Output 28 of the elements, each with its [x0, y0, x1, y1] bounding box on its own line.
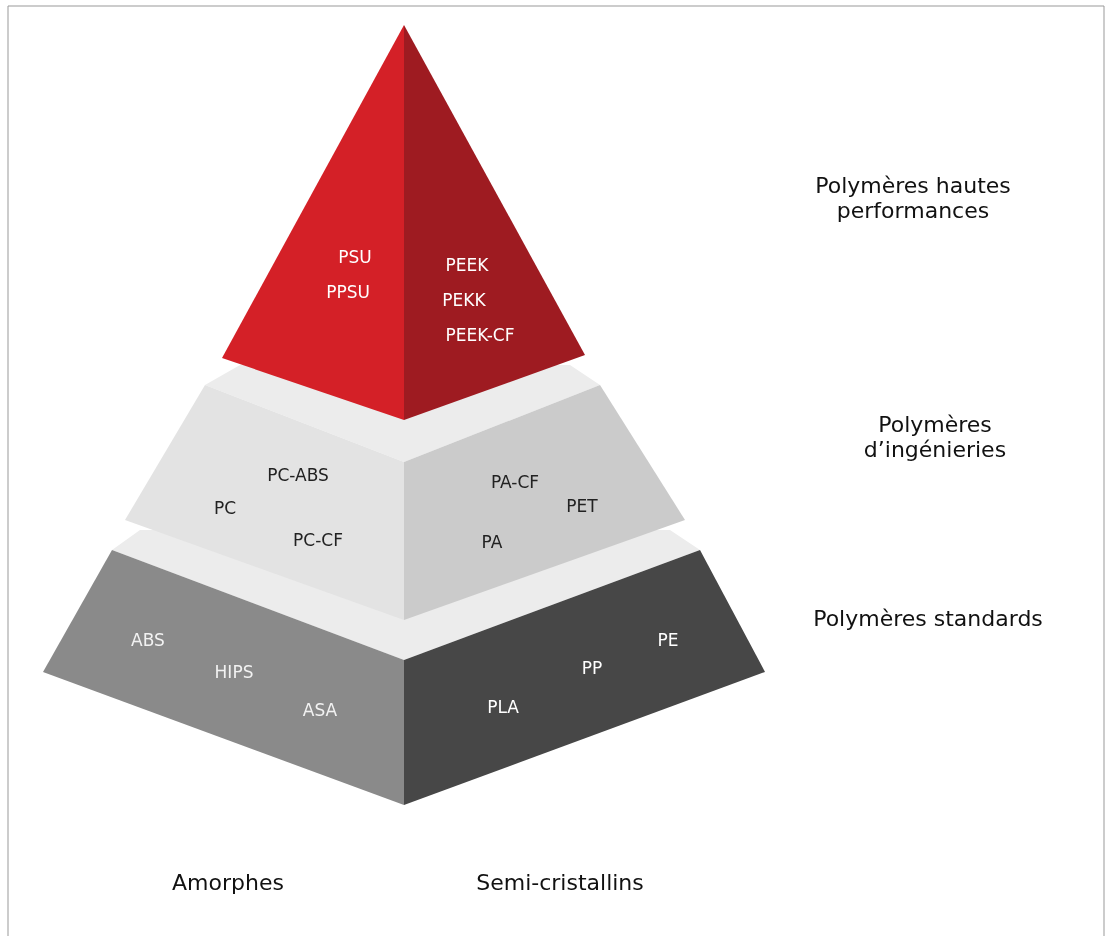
polymer-label: PPSU — [326, 282, 370, 302]
polymer-label: ABS — [131, 630, 165, 650]
pyramid-face — [125, 385, 404, 620]
polymer-label: PE — [657, 630, 679, 650]
polymer-label: PA-CF — [490, 472, 540, 492]
pyramid-face — [404, 25, 585, 420]
polymer-label: PEEK-CF — [445, 325, 515, 345]
category-label: Semi-cristallins — [475, 869, 645, 895]
tier-label: Polymères d’ingénieries — [862, 412, 1008, 462]
pyramid-face — [222, 25, 404, 420]
polymer-label: ASA — [302, 700, 338, 720]
polymer-label: PEEK — [445, 255, 489, 275]
pyramid-face — [404, 385, 685, 620]
polymer-label: PC — [213, 498, 237, 518]
polymer-label: PLA — [487, 697, 519, 717]
polymer-label: PET — [566, 496, 598, 516]
category-label: Amorphes — [171, 869, 285, 895]
polymer-label: HIPS — [214, 662, 254, 682]
polymer-label: PP — [581, 658, 603, 678]
tier-label: Polymères standards — [812, 605, 1044, 631]
polymer-label: PC-ABS — [267, 465, 329, 485]
polymer-label: PSU — [338, 247, 372, 267]
pyramid-face — [43, 550, 404, 805]
tier-label: Polymères hautes performances — [814, 173, 1012, 223]
polymer-label: PC-CF — [293, 530, 343, 550]
pyramid-face — [404, 550, 765, 805]
polymer-label: PA — [481, 532, 503, 552]
polymer-label: PEKK — [442, 290, 486, 310]
